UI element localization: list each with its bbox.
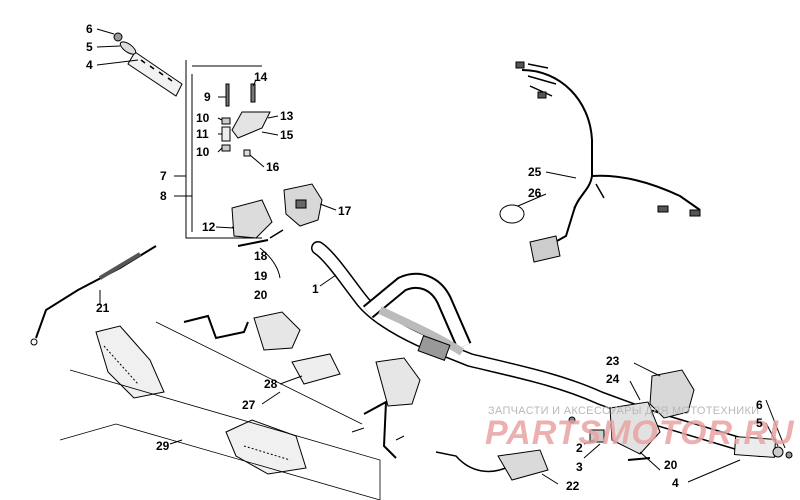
left-end-cap (119, 41, 137, 55)
callout-23: 23 (606, 354, 620, 368)
callout-24: 24 (606, 372, 620, 386)
callout-10-b: 10 (196, 145, 210, 159)
throttle-cable (35, 245, 157, 339)
callout-16: 16 (266, 160, 280, 174)
left-handguard-group (59, 311, 421, 500)
callout-14: 14 (254, 70, 268, 84)
callout-15: 15 (280, 128, 294, 142)
callout-1: 1 (312, 282, 319, 296)
callout-3: 3 (576, 460, 583, 474)
throttle-group-bracket (185, 60, 262, 239)
callout-18: 18 (254, 249, 268, 263)
callout-7: 7 (160, 169, 167, 183)
callout-20-right: 20 (664, 458, 678, 472)
harness-clip (499, 204, 525, 224)
callout-19: 19 (254, 269, 268, 283)
throttle-housing (231, 199, 273, 239)
handlebar (311, 241, 767, 457)
throttle-lever-group (217, 79, 279, 168)
callout-9: 9 (204, 90, 211, 104)
callout-6-left: 6 (86, 22, 93, 36)
callout-4-right: 4 (672, 476, 679, 490)
callout-26: 26 (528, 186, 542, 200)
mount-plate (291, 353, 341, 385)
left-end-screw (113, 32, 123, 42)
callout-20-left: 20 (254, 288, 268, 302)
callout-27: 27 (242, 398, 256, 412)
callout-21: 21 (96, 301, 110, 315)
callout-25: 25 (528, 165, 542, 179)
right-end-cap (772, 446, 784, 458)
throttle-lever (231, 111, 271, 139)
callout-4-left: 4 (86, 58, 93, 72)
callout-13: 13 (280, 109, 294, 123)
wiring-harness (499, 61, 701, 263)
callout-10-a: 10 (196, 111, 210, 125)
watermark-text: ЗАПЧАСТИ И АКСЕССУАРЫ ДЛЯ МОТОТЕХНИКИ (488, 405, 760, 417)
callout-22: 22 (566, 479, 580, 493)
callout-29: 29 (156, 439, 170, 453)
harness-connector (529, 235, 561, 263)
callout-11: 11 (196, 127, 209, 141)
right-switch-housing (649, 369, 695, 419)
callout-17: 17 (338, 204, 352, 218)
callout-2: 2 (576, 441, 583, 455)
left-grip-assembly (96, 28, 183, 97)
callout-28: 28 (264, 377, 278, 391)
callout-6-right: 6 (756, 398, 763, 412)
handguard-mount (253, 311, 301, 351)
callout-5-right: 5 (756, 416, 763, 430)
handguard-upper (95, 325, 165, 399)
callout-8: 8 (160, 189, 167, 203)
handguard-lower (225, 419, 307, 475)
left-grip (127, 51, 183, 97)
callout-5-left: 5 (86, 40, 93, 54)
callout-12: 12 (202, 220, 216, 234)
watermark-logo: PARTSMOTOR.RU (485, 414, 795, 452)
